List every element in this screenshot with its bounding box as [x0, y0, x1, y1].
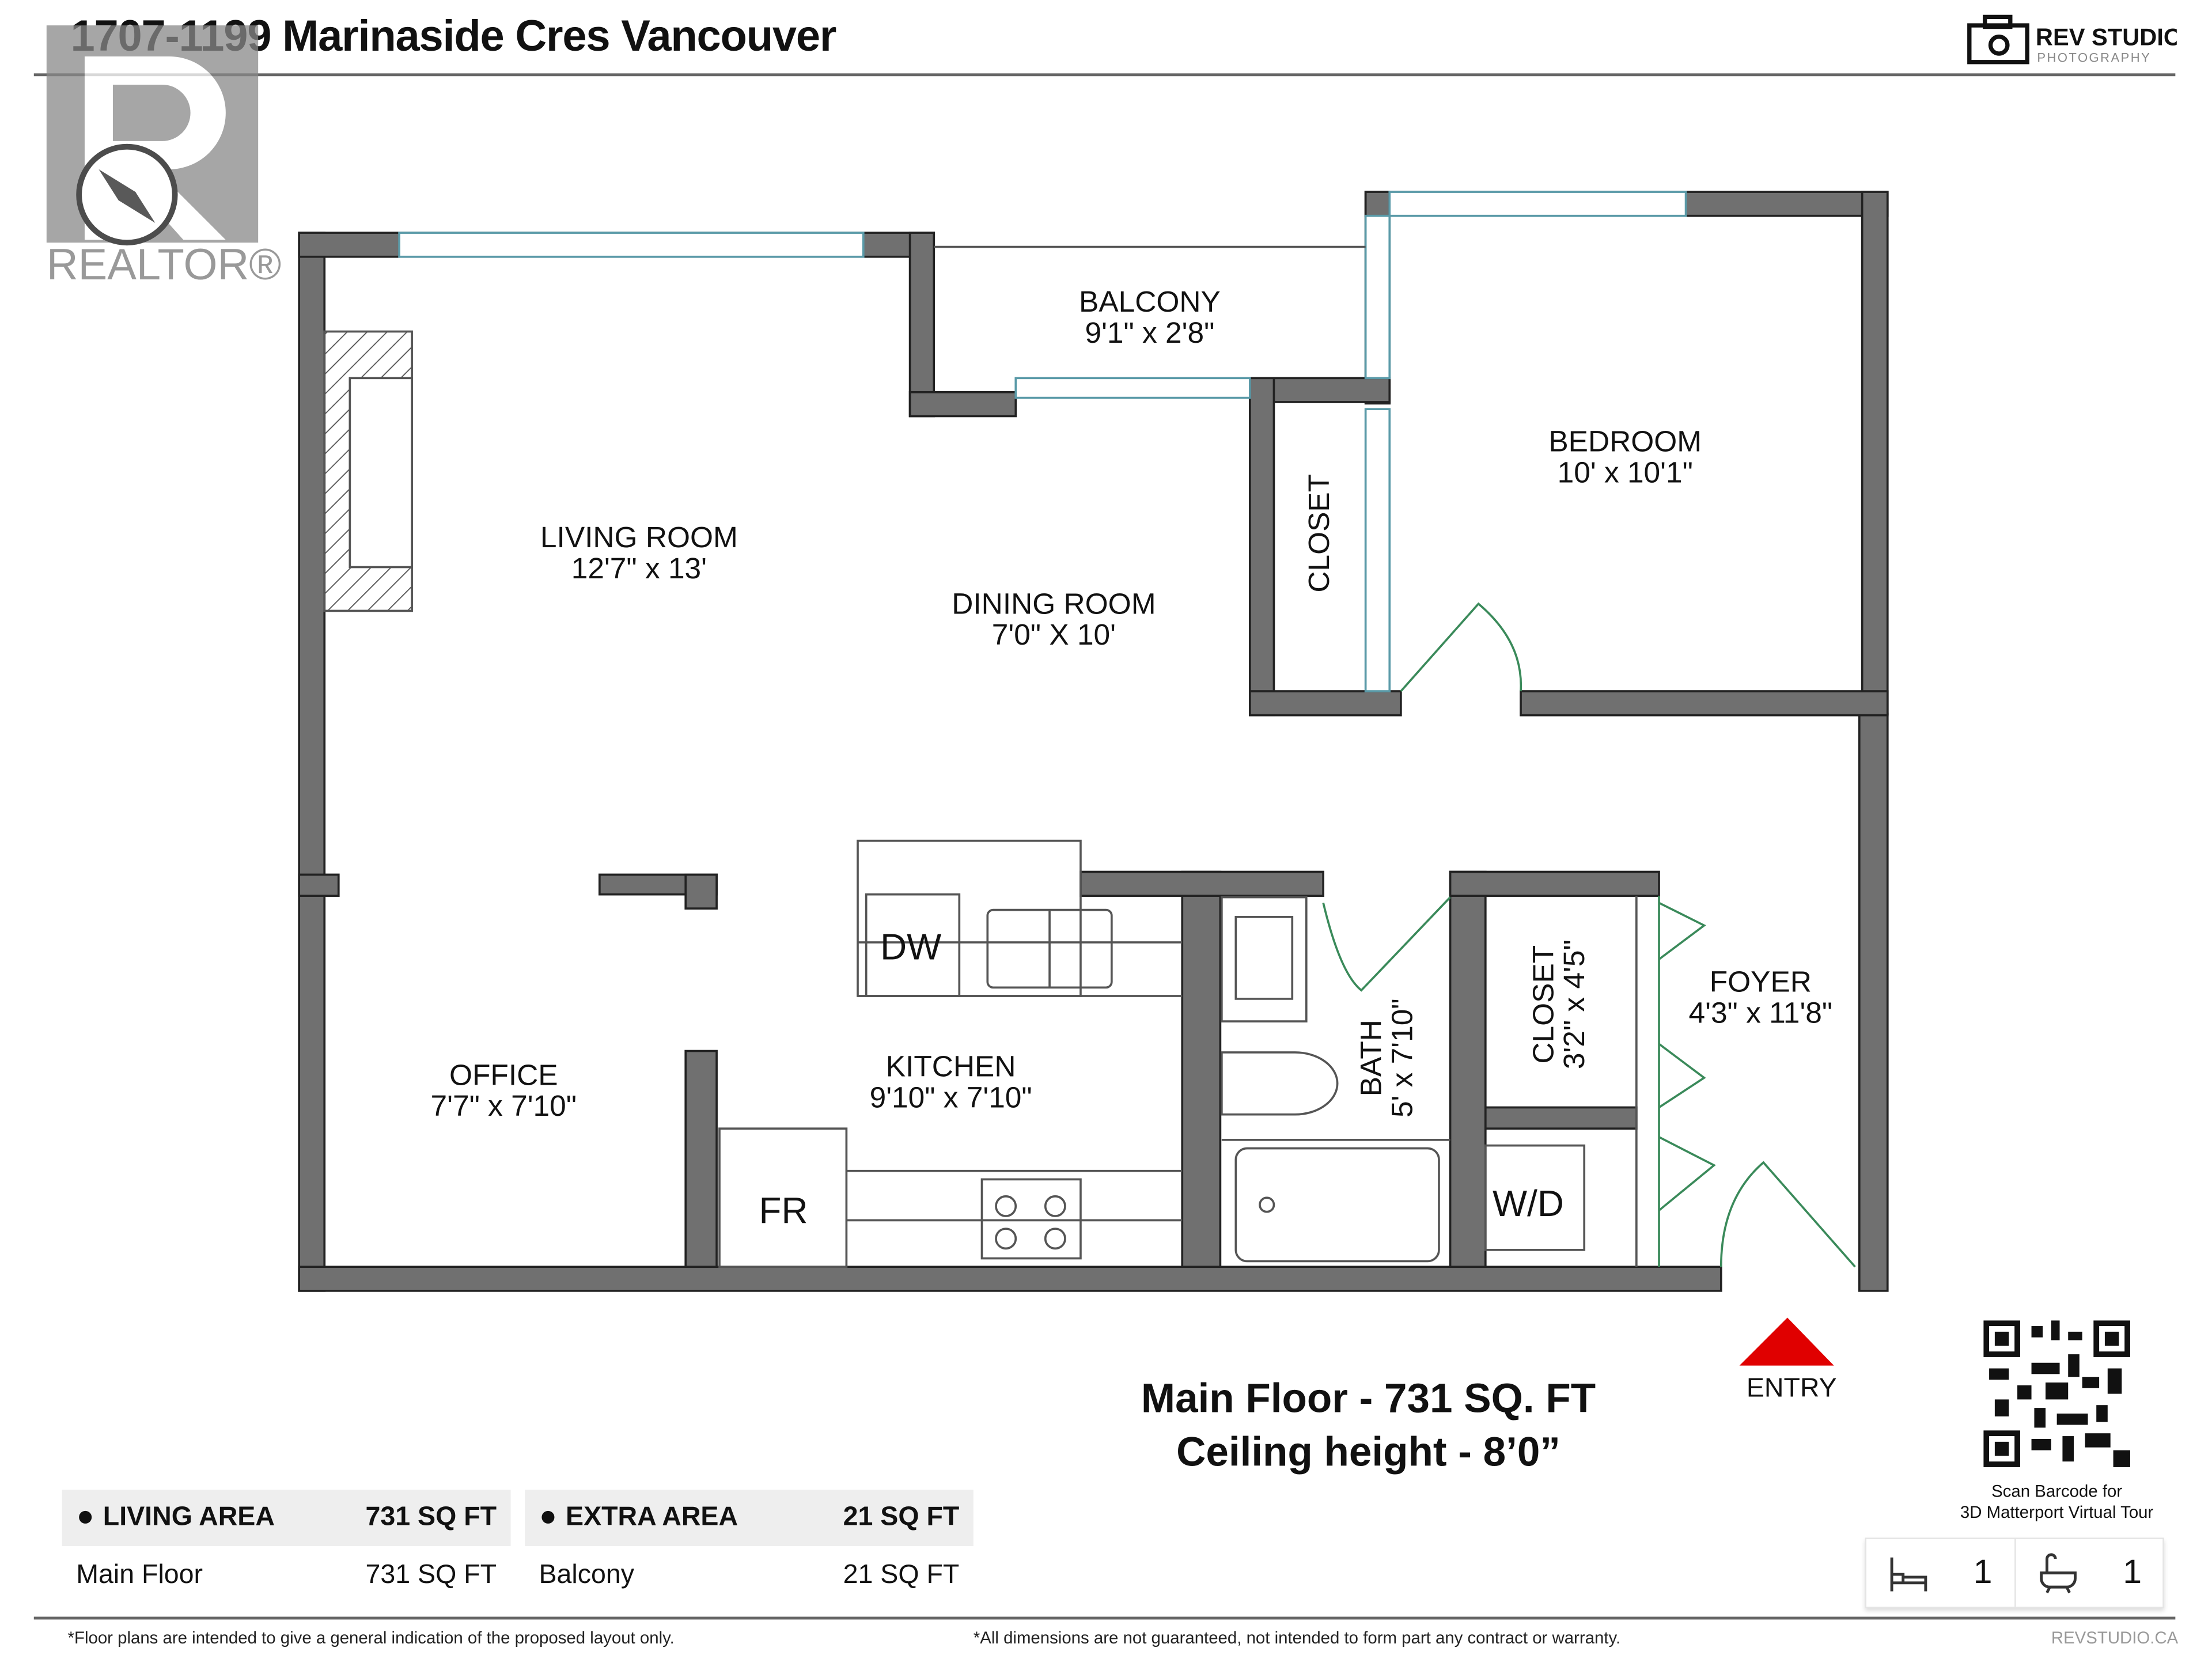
area-label: LIVING AREA	[103, 1502, 275, 1532]
bullet-icon	[541, 1512, 555, 1525]
bathtub-icon	[2040, 1553, 2077, 1594]
entry-arrow-icon	[1739, 1317, 1834, 1366]
area-label: EXTRA AREA	[566, 1502, 738, 1532]
area-total: 731 SQ FT	[365, 1502, 497, 1532]
bathroom-count: 1	[2015, 1539, 2162, 1607]
room-name: CLOSET	[1528, 945, 1560, 1064]
living-area-header: LIVING AREA 731 SQ FT	[62, 1490, 511, 1547]
svg-text:PHOTOGRAPHY: PHOTOGRAPHY	[2037, 51, 2151, 65]
room-name: BEDROOM	[1548, 426, 1702, 459]
room-dimensions: 9'1" x 2'8"	[1085, 317, 1215, 350]
bedroom-count: 1	[1866, 1539, 2016, 1607]
room-dimensions: 12'7" x 13'	[571, 553, 707, 586]
footer-disclaimer-left: *Floor plans are intended to give a gene…	[67, 1628, 675, 1648]
qr-caption-line: Scan Barcode for	[1991, 1481, 2123, 1501]
footer-disclaimer-center: *All dimensions are not guaranteed, not …	[973, 1628, 1621, 1648]
room-name: KITCHEN	[885, 1051, 1016, 1084]
entry-label: ENTRY	[1746, 1374, 1837, 1404]
extra-area-table: EXTRA AREA 21 SQ FT Balcony 21 SQ FT	[525, 1490, 974, 1605]
room-name: BATH	[1355, 1020, 1388, 1097]
qr-code[interactable]	[1983, 1320, 2130, 1467]
svg-text:REALTOR®: REALTOR®	[47, 240, 281, 289]
room-name: DINING ROOM	[952, 588, 1156, 621]
area-row-name: Main Floor	[76, 1560, 203, 1590]
svg-text:REV STUDIO: REV STUDIO	[2036, 23, 2177, 50]
room-name: CLOSET	[1303, 474, 1336, 593]
qr-caption: Scan Barcode for 3D Matterport Virtual T…	[1947, 1481, 2167, 1523]
bullet-icon	[79, 1512, 92, 1525]
living-area-table: LIVING AREA 731 SQ FT Main Floor 731 SQ FT	[62, 1490, 511, 1605]
header-divider	[33, 73, 2176, 77]
footer-divider	[33, 1616, 2176, 1620]
area-row-name: Balcony	[539, 1560, 635, 1590]
floor-summary: Main Floor - 731 SQ. FT Ceiling height -…	[1141, 1373, 1596, 1480]
area-row-value: 21 SQ FT	[843, 1560, 960, 1590]
qr-caption-line: 3D Matterport Virtual Tour	[1960, 1502, 2154, 1522]
area-row-value: 731 SQ FT	[365, 1560, 497, 1590]
bedroom-count-value: 1	[1973, 1553, 1993, 1592]
fridge-label: FR	[759, 1189, 808, 1232]
bed-icon	[1891, 1557, 1928, 1592]
floor-area-text: Main Floor - 731 SQ. FT	[1141, 1377, 1596, 1422]
room-name: OFFICE	[449, 1059, 558, 1092]
room-dimensions: 9'10" x 7'10"	[869, 1082, 1032, 1115]
room-name: FOYER	[1709, 966, 1812, 999]
room-closet-bedroom: CLOSET	[1303, 474, 1336, 593]
ceiling-height-text: Ceiling height - 8’0”	[1176, 1430, 1560, 1476]
area-row: Balcony 21 SQ FT	[525, 1546, 974, 1605]
room-dimensions: 5' x 7'10"	[1387, 998, 1419, 1118]
extra-area-header: EXTRA AREA 21 SQ FT	[525, 1490, 974, 1547]
footer-website: REVSTUDIO.CA	[2051, 1628, 2179, 1648]
room-dimensions: 7'7" x 7'10"	[430, 1090, 577, 1123]
area-row: Main Floor 731 SQ FT	[62, 1546, 511, 1605]
rev-studio-logo: REV STUDIO PHOTOGRAPHY	[1965, 12, 2182, 75]
room-dimensions: 4'3" x 11'8"	[1688, 997, 1833, 1030]
realtor-logo: REALTOR®	[42, 14, 282, 289]
room-name: LIVING ROOM	[540, 522, 738, 555]
room-dimensions: 3'2" x 4'5"	[1559, 940, 1592, 1070]
room-counts: 1 1	[1865, 1537, 2164, 1608]
room-dimensions: 10' x 10'1"	[1557, 457, 1693, 490]
room-dimensions: 7'0" X 10'	[991, 619, 1116, 652]
area-total: 21 SQ FT	[843, 1502, 960, 1532]
dishwasher-label: DW	[880, 925, 942, 968]
washer-dryer-label: W/D	[1493, 1182, 1564, 1225]
bathroom-count-value: 1	[2123, 1553, 2142, 1592]
room-name: BALCONY	[1079, 286, 1221, 319]
